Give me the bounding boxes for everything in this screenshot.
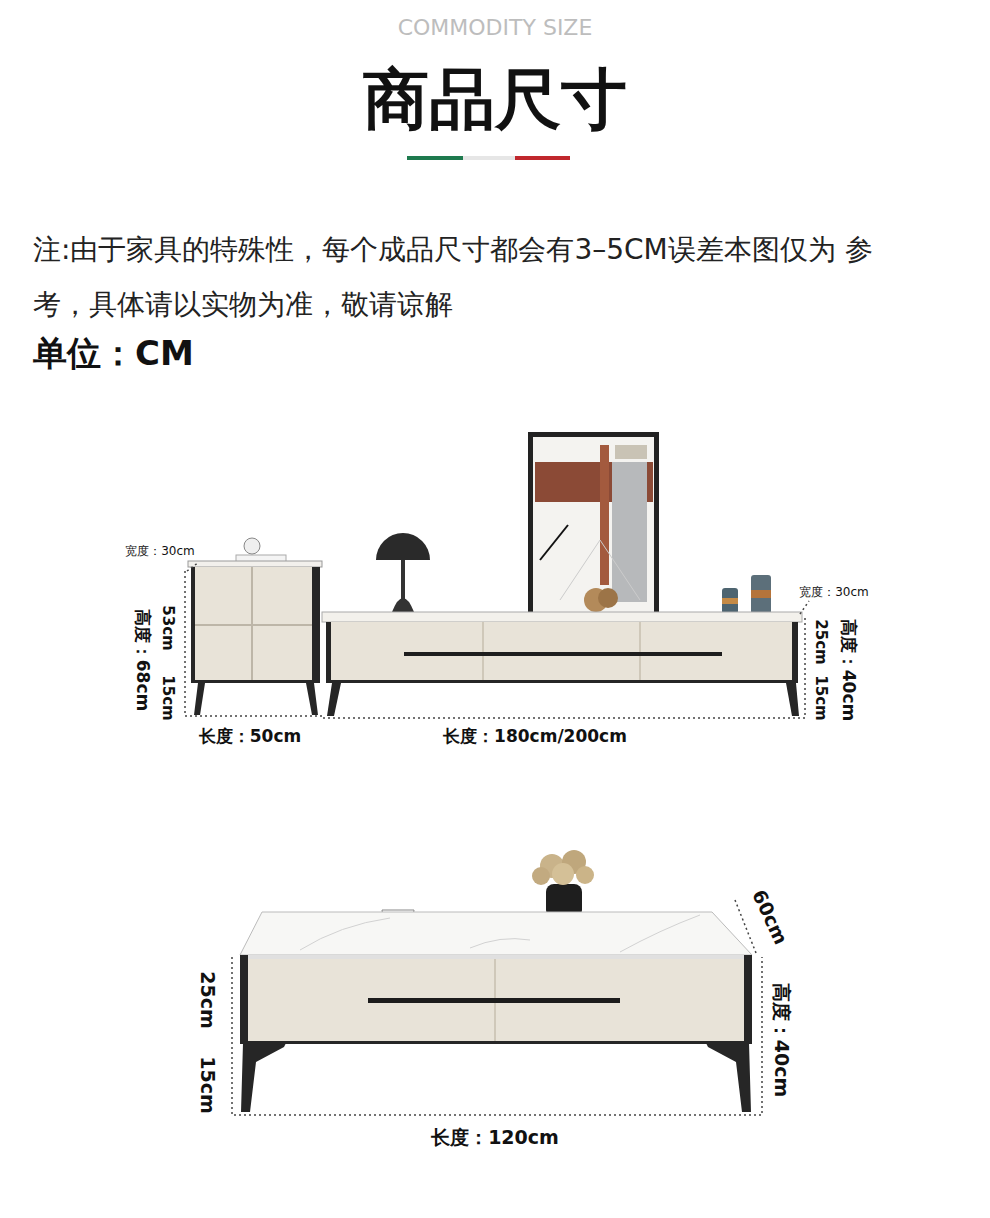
table-leg [706, 1043, 751, 1112]
dimension-label: 60cm [748, 886, 793, 948]
picture-art [600, 445, 609, 585]
note: 注:由于家具的特殊性，每个成品尺寸都会有3–5CM误差本图仅为 参考，具体请以实… [33, 222, 893, 332]
lamp-shade [376, 533, 430, 560]
dimension-label: 高度：68cm [133, 609, 153, 711]
picture-art [615, 445, 647, 459]
cabinet-base [191, 680, 320, 683]
tv-stand-top [322, 612, 802, 622]
picture-frame [528, 432, 659, 618]
decor-plant [552, 863, 574, 885]
tv-stand-body [326, 622, 798, 682]
accent-bar [407, 156, 463, 160]
cabinet-body [191, 567, 319, 682]
dimension-label: 宽度：30cm [125, 544, 195, 558]
picture-art [612, 462, 647, 602]
dimension-label: 15cm [812, 675, 830, 720]
cabinet-edge [191, 567, 195, 682]
subtitle: COMMODITY SIZE [398, 15, 593, 41]
table-side [240, 955, 248, 1043]
decor-ball [244, 538, 260, 554]
decor-sculpture [598, 588, 618, 608]
dimension-label: 长度：180cm/200cm [443, 726, 627, 746]
lamp-stem [401, 560, 405, 602]
dimension-line [232, 900, 762, 1115]
table-body [242, 959, 750, 1043]
dimension-label: 长度：50cm [199, 726, 301, 746]
table-leg [241, 1043, 286, 1112]
cabinet-leg [306, 683, 318, 715]
cabinet-leg [194, 683, 205, 715]
tv-stand-leg [786, 683, 799, 716]
dimension-label: 15cm [159, 675, 177, 720]
dimension-label: 宽度：30cm [799, 585, 869, 599]
page-title: 商品尺寸 [363, 60, 627, 139]
dimension-label: 53cm [159, 605, 177, 650]
decor-vase [722, 588, 738, 614]
unit-label: 单位：CM [33, 333, 194, 374]
tv-stand-edge [326, 622, 331, 682]
decor-vase [751, 575, 771, 614]
dimension-label: 高度：40cm [839, 619, 859, 721]
lamp-base [392, 598, 414, 612]
picture-art [540, 525, 568, 560]
dimension-label: 长度：120cm [431, 1126, 559, 1149]
dimension-line [323, 601, 809, 718]
marble-vein [300, 915, 700, 952]
decor-vase [722, 598, 738, 604]
decor-vase [751, 590, 771, 598]
dimension-label: 25cm [812, 619, 830, 664]
decor-plant [576, 866, 594, 884]
dimension-label: 25cm [197, 971, 220, 1029]
accent-bar [463, 156, 515, 160]
decor-plant [532, 867, 550, 885]
tv-stand-edge [792, 622, 798, 682]
table-side [744, 955, 752, 1043]
accent-bar [515, 156, 570, 160]
dimension-label: 高度：40cm [771, 983, 794, 1098]
drawer-line [195, 624, 312, 626]
table-edge [240, 955, 752, 959]
tv-stand-leg [327, 683, 341, 716]
picture-canvas [533, 437, 654, 613]
table-top [240, 912, 752, 955]
dimension-label: 15cm [197, 1056, 220, 1114]
tv-stand-base [326, 680, 798, 683]
dimension-line [185, 562, 322, 716]
cabinet-top [188, 561, 322, 567]
table-base [240, 1041, 752, 1044]
drawer-line [251, 567, 253, 682]
cabinet-edge [312, 567, 320, 682]
drawer-handle [368, 998, 620, 1003]
drawer-handle [404, 652, 722, 656]
